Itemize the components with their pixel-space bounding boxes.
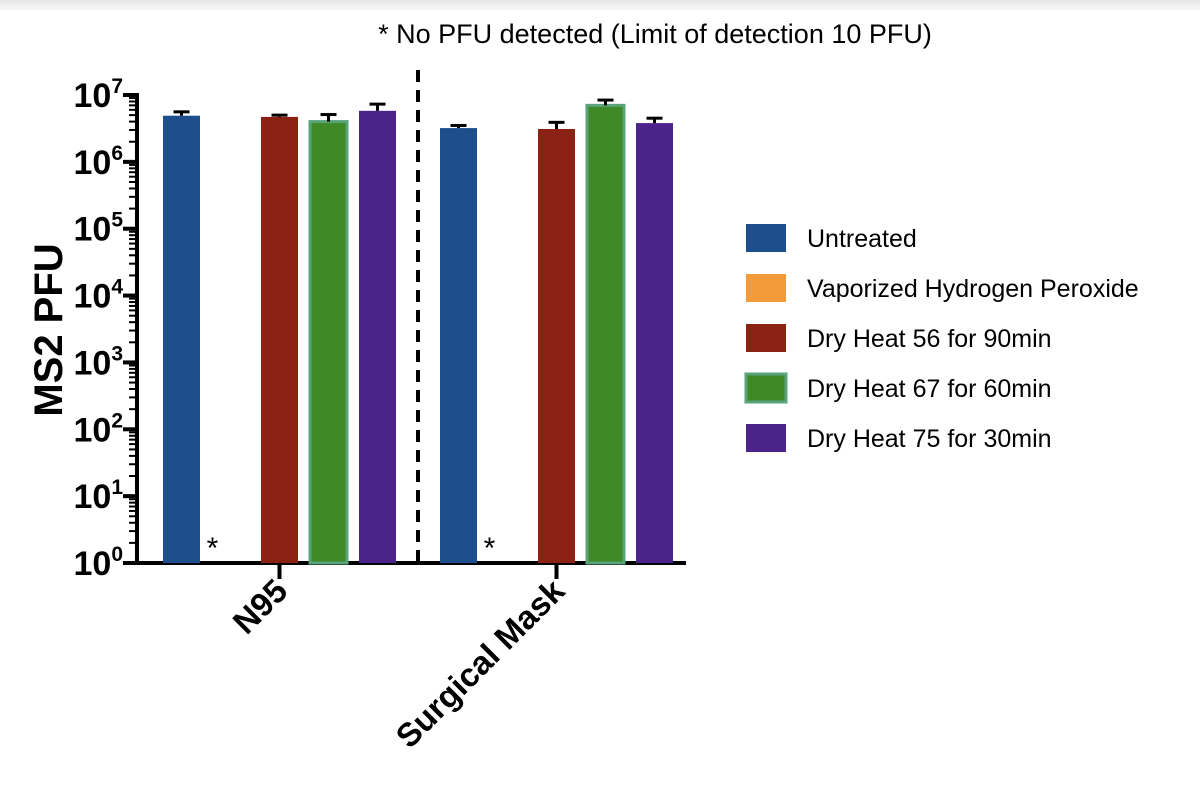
legend-swatch (746, 424, 786, 452)
y-tick-base: 10 (73, 278, 111, 316)
y-tick-label: 101 (73, 476, 123, 516)
y-tick-base: 10 (73, 77, 111, 115)
y-tick-base: 10 (73, 545, 111, 583)
y-tick-base: 10 (73, 478, 111, 516)
legend-swatch (746, 324, 786, 352)
y-tick-base: 10 (73, 344, 111, 382)
not-detected-marker: * (484, 532, 496, 565)
legend-swatch (744, 372, 788, 404)
y-tick-exponent: 2 (111, 409, 123, 432)
window-top-strip (0, 0, 1200, 10)
bar (440, 128, 477, 563)
y-tick-base: 10 (73, 144, 111, 182)
y-tick-label: 100 (73, 543, 123, 583)
y-tick-base: 10 (73, 211, 111, 249)
bar (585, 103, 626, 565)
y-tick-label: 107 (73, 75, 123, 115)
y-tick-exponent: 6 (111, 142, 123, 165)
legend-label: Dry Heat 75 for 30min (807, 425, 1052, 453)
y-tick-label: 104 (73, 276, 123, 316)
y-tick-exponent: 5 (111, 209, 123, 232)
bar (163, 115, 200, 563)
y-tick-exponent: 7 (111, 75, 123, 98)
y-tick-label: 103 (73, 342, 123, 382)
y-tick-exponent: 0 (111, 543, 123, 566)
legend-label: Dry Heat 67 for 60min (807, 375, 1052, 403)
y-tick-exponent: 4 (111, 276, 123, 299)
x-category-label: N95 (225, 572, 294, 641)
bar (261, 116, 298, 563)
legend-label: Dry Heat 56 for 90min (807, 325, 1052, 353)
y-tick-label: 105 (73, 209, 123, 249)
y-tick-label: 106 (73, 142, 123, 182)
y-tick-exponent: 1 (111, 476, 123, 499)
bar (636, 123, 673, 563)
x-category-label: Surgical Mask (388, 571, 572, 755)
y-tick-exponent: 3 (111, 342, 123, 365)
y-tick-base: 10 (73, 411, 111, 449)
not-detected-marker: * (207, 532, 219, 565)
legend-swatch (746, 274, 786, 302)
bar (308, 120, 349, 565)
bar (538, 129, 575, 563)
y-axis-label: MS2 PFU (27, 243, 71, 416)
bar (359, 110, 396, 563)
legend-swatch (746, 224, 786, 252)
legend-label: Vaporized Hydrogen Peroxide (807, 275, 1139, 303)
y-tick-label: 102 (73, 409, 123, 449)
legend-label: Untreated (807, 225, 917, 253)
no-detection-note: * No PFU detected (Limit of detection 10… (378, 19, 932, 49)
